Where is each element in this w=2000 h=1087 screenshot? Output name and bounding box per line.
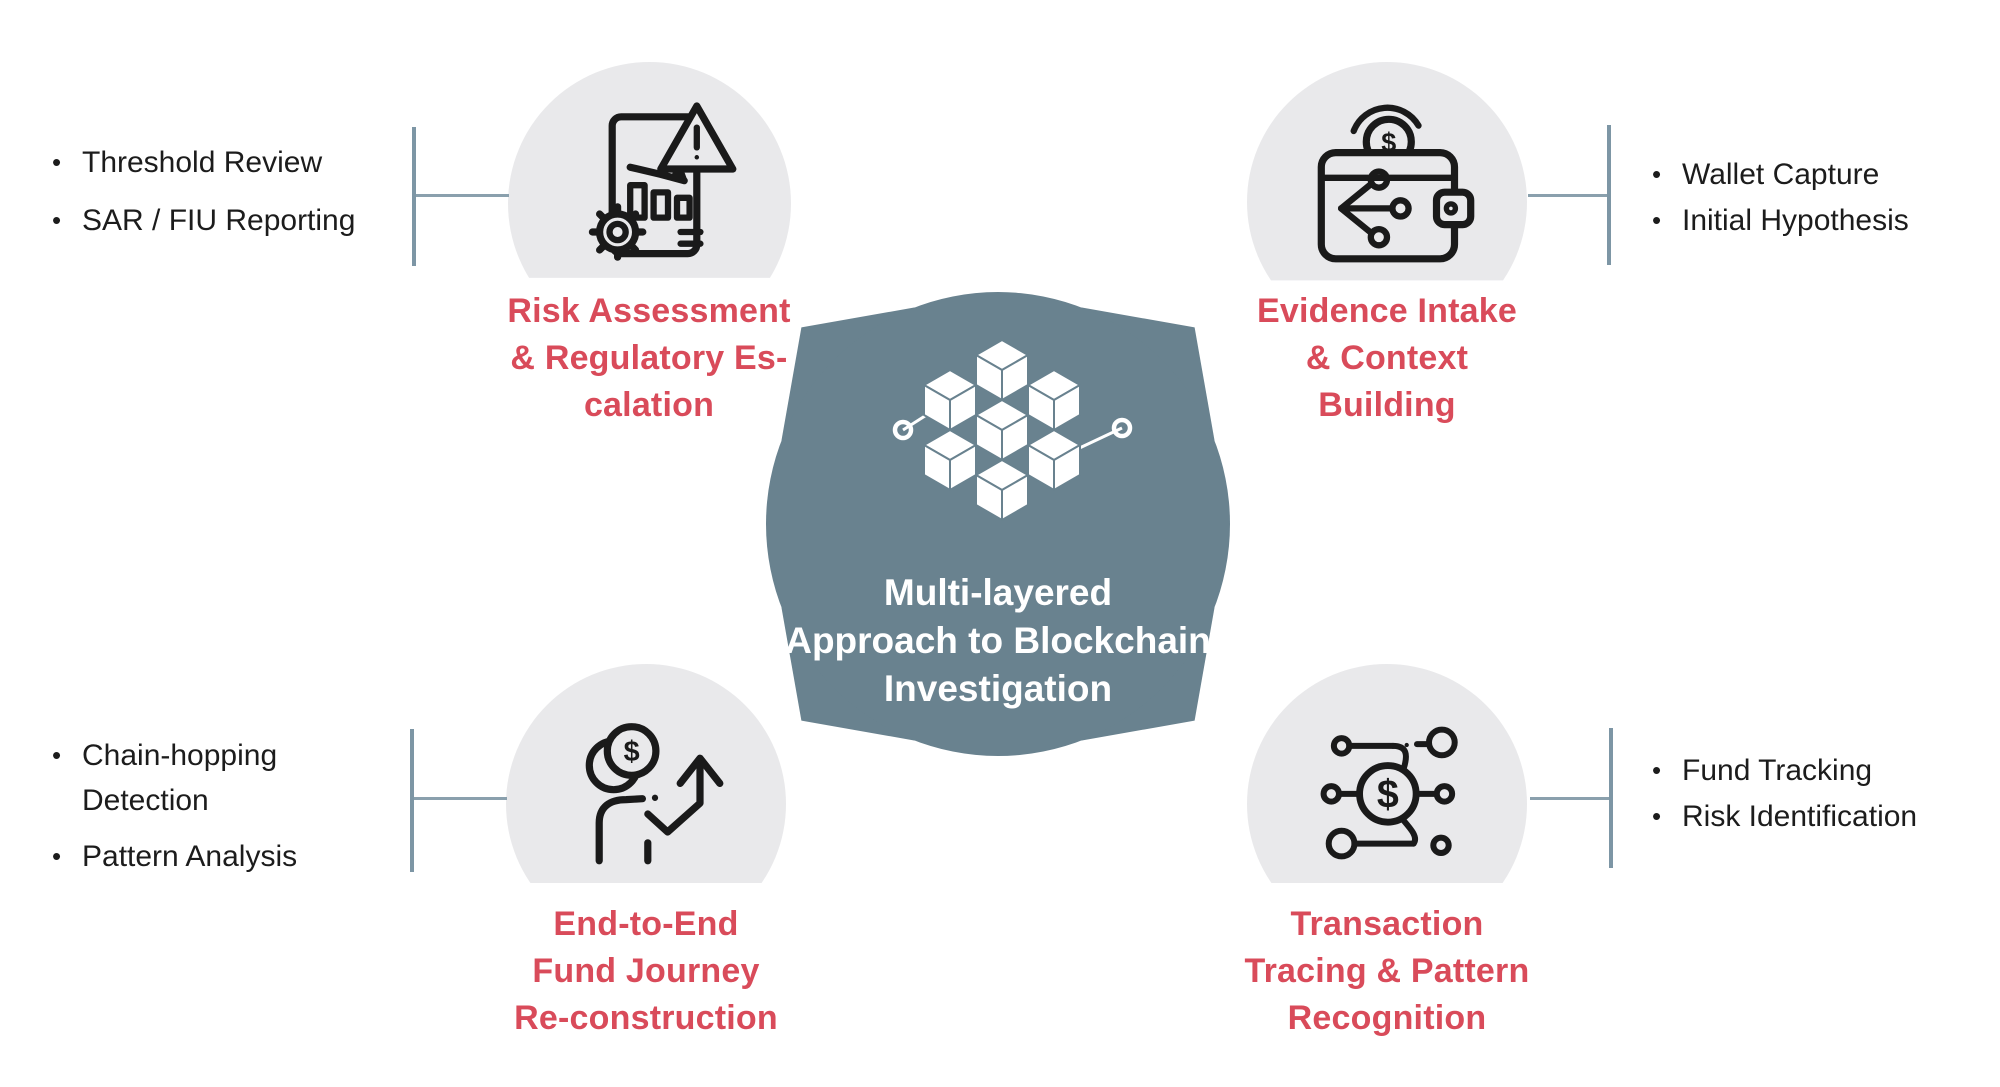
quadrant-heading-risk-assessment: Risk Assessment & Regulatory Es- calatio… <box>404 288 894 429</box>
bracket-line-top-left <box>412 127 416 266</box>
bullet-list-top-left: • Threshold Review • SAR / FIU Reporting <box>52 140 412 256</box>
list-item: • Wallet Capture <box>1652 152 1992 197</box>
coin-growth-arrow-icon: $ <box>585 723 724 865</box>
list-item: • Chain-hopping Detection <box>52 733 352 823</box>
bullet-dot: • <box>52 740 62 770</box>
hub-circle <box>766 292 1230 756</box>
list-item: • Risk Identification <box>1652 794 1992 839</box>
bullet-dot: • <box>52 841 62 871</box>
dollar-network-icon: $ <box>1320 726 1458 860</box>
hub-title: Multi-layered Approach to Blockchain Inv… <box>748 569 1248 713</box>
bullet-list-bottom-right: • Fund Tracking • Risk Identification <box>1652 748 1992 840</box>
bullet-dot: • <box>1652 205 1662 235</box>
hub-arrow-ears <box>781 307 1215 741</box>
heading-line: Transaction <box>1290 905 1484 943</box>
heading-line: Risk Assessment <box>507 292 791 330</box>
svg-text:$: $ <box>624 736 640 768</box>
bullet-list-bottom-left: • Chain-hopping Detection • Pattern Anal… <box>52 733 352 890</box>
bullet-dot: • <box>1652 801 1662 831</box>
bracket-line-bottom-left <box>410 729 414 872</box>
bullet-text: Risk Identification <box>1682 800 1918 833</box>
bullet-dot: • <box>52 147 62 177</box>
heading-line: Fund Journey <box>532 952 760 990</box>
right-node-ring <box>1111 417 1133 439</box>
connector-line-top-left <box>416 194 509 197</box>
list-item: • Pattern Analysis <box>52 834 352 879</box>
bullet-text: Initial Hypothesis <box>1682 204 1909 237</box>
wallet-network-coin-icon: $ <box>1317 104 1475 263</box>
heading-line: End-to-End <box>553 905 739 943</box>
list-item: • Threshold Review <box>52 140 412 185</box>
heading-line: & Regulatory Es- <box>510 339 788 377</box>
risk-assessment-icon-disc <box>508 62 791 278</box>
bullet-text: SAR / FIU Reporting <box>82 204 356 237</box>
bullet-dot: • <box>52 205 62 235</box>
quadrant-heading-evidence-intake: Evidence Intake & Context Building <box>1142 288 1632 429</box>
bullet-text: Wallet Capture <box>1682 158 1880 191</box>
bullet-list-top-right: • Wallet Capture • Initial Hypothesis <box>1652 152 1992 244</box>
bullet-dot: • <box>1652 159 1662 189</box>
blockchain-cubes-icon <box>892 339 1133 521</box>
quadrant-heading-transaction-tracing: Transaction Tracing & Pattern Recognitio… <box>1142 901 1632 1042</box>
bracket-line-bottom-right <box>1609 728 1613 868</box>
bullet-dot: • <box>1652 755 1662 785</box>
heading-line: Tracing & Pattern <box>1244 952 1530 990</box>
list-item: • Initial Hypothesis <box>1652 198 1992 243</box>
hub-title-line: Investigation <box>883 668 1113 709</box>
bullet-text: Chain-hopping Detection <box>82 739 278 817</box>
heading-line: Recognition <box>1287 999 1487 1037</box>
fund-journey-icon-disc: $ <box>506 664 786 883</box>
left-node-ring <box>892 419 914 441</box>
hub-title-line: Multi-layered <box>883 572 1113 613</box>
quadrant-heading-fund-journey: End-to-End Fund Journey Re-construction <box>401 901 891 1042</box>
heading-line: & Context <box>1305 339 1469 377</box>
hub-circle-with-arrows <box>766 292 1230 756</box>
report-warning-gear-icon <box>588 101 736 261</box>
heading-line: calation <box>583 386 715 424</box>
heading-line: Building <box>1318 386 1456 424</box>
list-item: • Fund Tracking <box>1652 748 1992 793</box>
hub-title-line: Approach to Blockchain <box>785 620 1211 661</box>
connector-line-top-right <box>1528 194 1607 197</box>
bullet-text: Fund Tracking <box>1682 754 1873 787</box>
bullet-text: Pattern Analysis <box>82 840 298 873</box>
heading-line: Re-construction <box>514 999 778 1037</box>
heading-line: Evidence Intake <box>1256 292 1517 330</box>
transaction-tracing-icon-disc: $ <box>1247 664 1527 883</box>
bracket-line-top-right <box>1607 125 1611 265</box>
connector-line-bottom-left <box>414 797 507 800</box>
svg-text:$: $ <box>1377 773 1399 817</box>
list-item: • SAR / FIU Reporting <box>52 198 412 243</box>
bullet-text: Threshold Review <box>82 146 323 179</box>
evidence-intake-icon-disc: $ <box>1247 62 1527 281</box>
connector-line-bottom-right <box>1530 797 1609 800</box>
